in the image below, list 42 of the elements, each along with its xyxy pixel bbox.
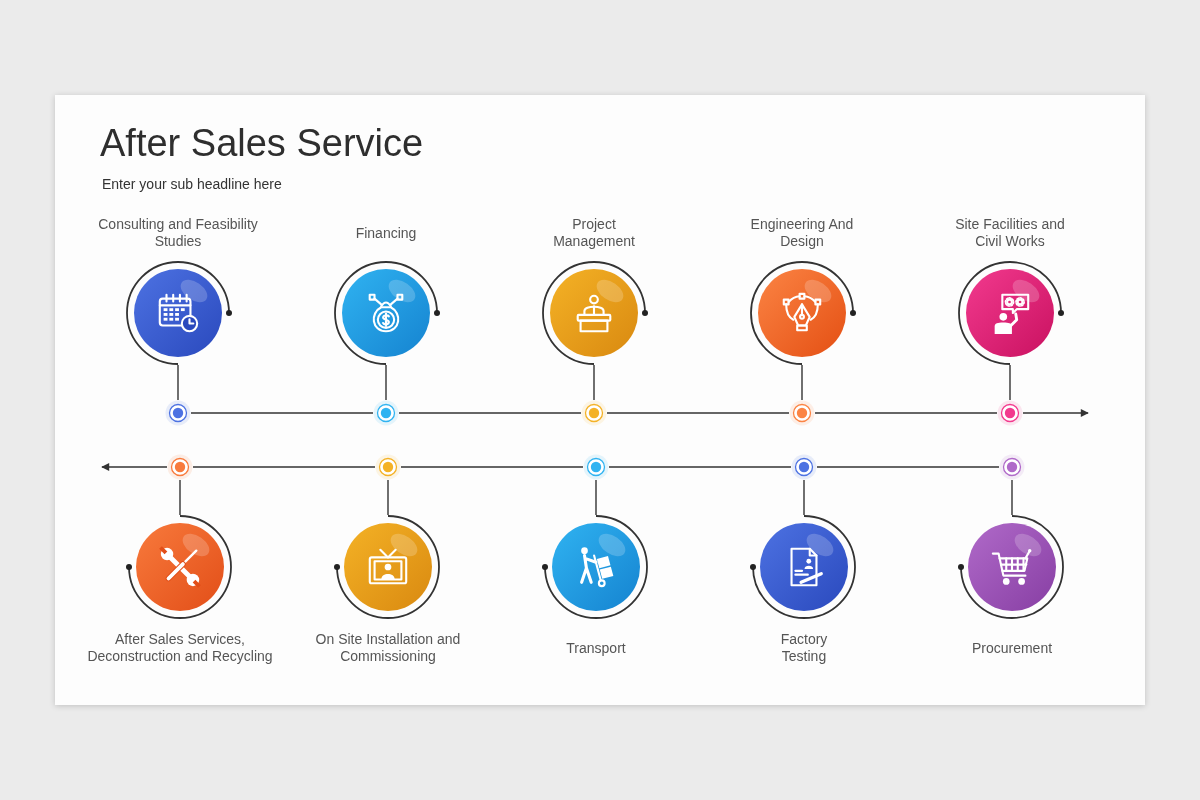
connector-line	[595, 479, 597, 516]
connector-line	[387, 479, 389, 516]
timeline-arrow	[1022, 409, 1089, 417]
step-label: On Site Installation and Commissioning	[314, 631, 462, 665]
timeline-dot	[583, 454, 609, 480]
timeline-dot	[167, 454, 193, 480]
timeline-line	[816, 466, 1000, 468]
step-label: Transport	[566, 639, 626, 657]
timeline-dot	[165, 400, 191, 426]
timeline-arrow	[101, 463, 168, 471]
step-label: Procurement	[971, 639, 1053, 657]
connector-line	[1009, 364, 1011, 401]
connector-line	[385, 364, 387, 401]
timeline-dot	[789, 400, 815, 426]
connector-line	[803, 479, 805, 516]
connector-line	[177, 364, 179, 401]
timeline-line	[814, 412, 998, 414]
connector-line	[593, 364, 595, 401]
connector-line	[1011, 479, 1013, 516]
timeline-line	[400, 466, 584, 468]
step-label: Engineering And Design	[749, 216, 855, 250]
timeline-line	[190, 412, 374, 414]
timeline-line	[608, 466, 792, 468]
timeline-dot	[997, 400, 1023, 426]
step-label: Consulting and Feasibility Studies	[97, 216, 259, 250]
timeline-dot	[373, 400, 399, 426]
timeline-dot	[375, 454, 401, 480]
step-label: After Sales Services, Deconstruction and Recycling	[86, 631, 274, 665]
connector-line	[801, 364, 803, 401]
step-label: Factory Testing	[779, 631, 829, 665]
timeline-line	[192, 466, 376, 468]
connector-line	[179, 479, 181, 516]
timeline-dot	[791, 454, 817, 480]
subtitle: Enter your sub headline here	[102, 175, 282, 193]
step-label: Financing	[355, 224, 417, 242]
timeline-dot	[999, 454, 1025, 480]
timeline-line	[606, 412, 790, 414]
step-label: Site Facilities and Civil Works	[954, 216, 1066, 250]
title: After Sales Service	[100, 121, 424, 165]
timeline-line	[398, 412, 582, 414]
timeline-dot	[581, 400, 607, 426]
step-label: Project Management	[552, 216, 636, 250]
